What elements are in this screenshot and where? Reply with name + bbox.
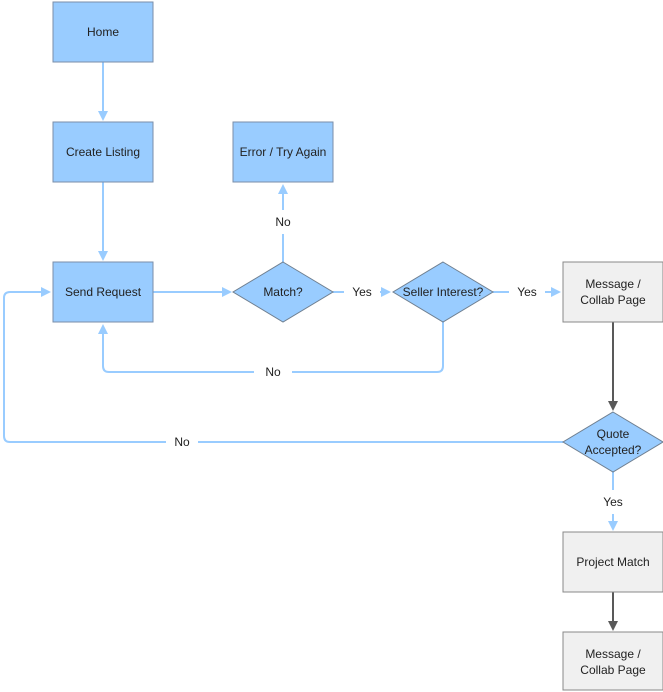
node-seller-interest-label: Seller Interest? xyxy=(403,285,484,299)
node-project-match-shape xyxy=(562,531,663,593)
node-quote-accepted-shape xyxy=(562,411,663,473)
node-message-collab-2-shape xyxy=(562,631,663,691)
node-send-request: Send Request xyxy=(52,261,154,323)
edge-label-match-yes: Yes xyxy=(352,285,372,299)
node-create-listing-shape xyxy=(52,121,154,183)
connector-seller-no-from-label xyxy=(98,324,254,373)
connectors xyxy=(3,62,618,631)
node-message-collab-2-label-line-1: Message / xyxy=(585,647,641,661)
edge-label-seller-no: No xyxy=(265,365,281,379)
node-project-match: Project Match xyxy=(562,531,663,593)
node-message-collab-1-shape xyxy=(562,261,663,323)
connector-seller-no-to-label xyxy=(292,322,444,373)
node-match: Match? xyxy=(232,261,334,323)
node-quote-accepted: Quote Accepted? xyxy=(562,411,663,473)
node-message-collab-1-label-line-2: Collab Page xyxy=(580,293,646,307)
node-send-request-shape xyxy=(52,261,154,323)
node-match-label: Match? xyxy=(263,285,303,299)
node-home-label: Home xyxy=(87,25,119,39)
node-message-collab-2: Message / Collab Page xyxy=(562,631,663,691)
node-project-match-label: Project Match xyxy=(576,555,649,569)
edge-label-match-no: No xyxy=(275,215,291,229)
node-error: Error / Try Again xyxy=(232,121,334,183)
node-message-collab-1: Message / Collab Page xyxy=(562,261,663,323)
edge-label-seller-yes: Yes xyxy=(517,285,537,299)
node-match-shape xyxy=(232,261,334,323)
node-quote-accepted-label-line-2: Accepted? xyxy=(585,443,642,457)
connector-quote-no-from-label xyxy=(3,287,166,443)
node-home-shape xyxy=(52,1,154,63)
node-seller-interest: Seller Interest? xyxy=(392,261,494,323)
node-create-listing-label: Create Listing xyxy=(66,145,140,159)
edge-label-quote-yes: Yes xyxy=(603,495,623,509)
node-error-shape xyxy=(232,121,334,183)
node-message-collab-1-label-line-1: Message / xyxy=(585,277,641,291)
node-message-collab-2-label-line-2: Collab Page xyxy=(580,663,646,677)
edge-label-quote-no: No xyxy=(174,435,190,449)
node-quote-accepted-label-line-1: Quote xyxy=(597,427,630,441)
node-seller-interest-shape xyxy=(392,261,494,323)
node-error-label: Error / Try Again xyxy=(240,145,327,159)
node-create-listing: Create Listing xyxy=(52,121,154,183)
node-home: Home xyxy=(52,1,154,63)
edge-labels: No Yes Yes No No Yes xyxy=(174,215,622,509)
node-send-request-label: Send Request xyxy=(65,285,142,299)
